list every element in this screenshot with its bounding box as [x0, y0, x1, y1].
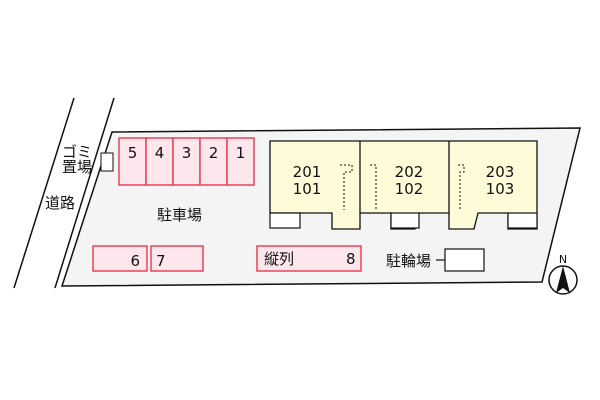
balcony-box-1	[269, 212, 301, 229]
unit-number-upper-2: 202	[395, 163, 424, 181]
parking-space-7	[150, 245, 204, 272]
compass: N	[548, 253, 578, 295]
parking-label: 駐車場	[157, 206, 202, 224]
compass-north-arrow-icon	[556, 266, 570, 293]
garbage-label-line1: ゴミ	[62, 143, 92, 161]
tandem-space-number: 8	[346, 250, 356, 268]
tandem-label: 縦列	[264, 250, 294, 268]
garbage-label-line2: 置場	[62, 158, 92, 176]
road-label: 道路	[45, 194, 75, 212]
parking-space-3-number: 3	[182, 144, 192, 162]
apartment-building: 201 101 202 102 203 103	[269, 140, 538, 230]
bicycle-parking-label: 駐輪場	[386, 252, 431, 270]
parking-space-5-number: 5	[128, 144, 138, 162]
stair-mark-2	[370, 164, 377, 210]
road-edge-line-inner	[54, 97, 115, 289]
unit-number-lower-1: 101	[293, 180, 322, 198]
unit-number-upper-3: 203	[486, 163, 515, 181]
parking-space-5	[118, 137, 147, 186]
parking-space-6-number: 6	[130, 252, 140, 270]
tandem-parking-space	[256, 245, 362, 272]
bicycle-parking-box	[444, 248, 485, 272]
compass-north-label: N	[559, 253, 567, 266]
balcony-box-3	[507, 212, 538, 229]
parking-space-1	[226, 137, 255, 186]
unit-number-lower-3: 103	[486, 180, 515, 198]
parking-space-4	[145, 137, 174, 186]
unit-number-upper-1: 201	[293, 163, 322, 181]
stair-mark-3	[458, 164, 465, 210]
unit-number-lower-2: 102	[395, 180, 424, 198]
parking-space-4-number: 4	[155, 144, 165, 162]
garbage-bin-box	[100, 152, 114, 172]
parking-space-6	[92, 245, 148, 272]
parking-space-1-number: 1	[236, 144, 246, 162]
parking-space-7-number: 7	[156, 252, 166, 270]
road-edge-line-outer	[13, 97, 75, 289]
balcony-box-2	[390, 212, 420, 229]
stair-mark-1	[340, 164, 353, 210]
parking-space-2-number: 2	[209, 144, 219, 162]
